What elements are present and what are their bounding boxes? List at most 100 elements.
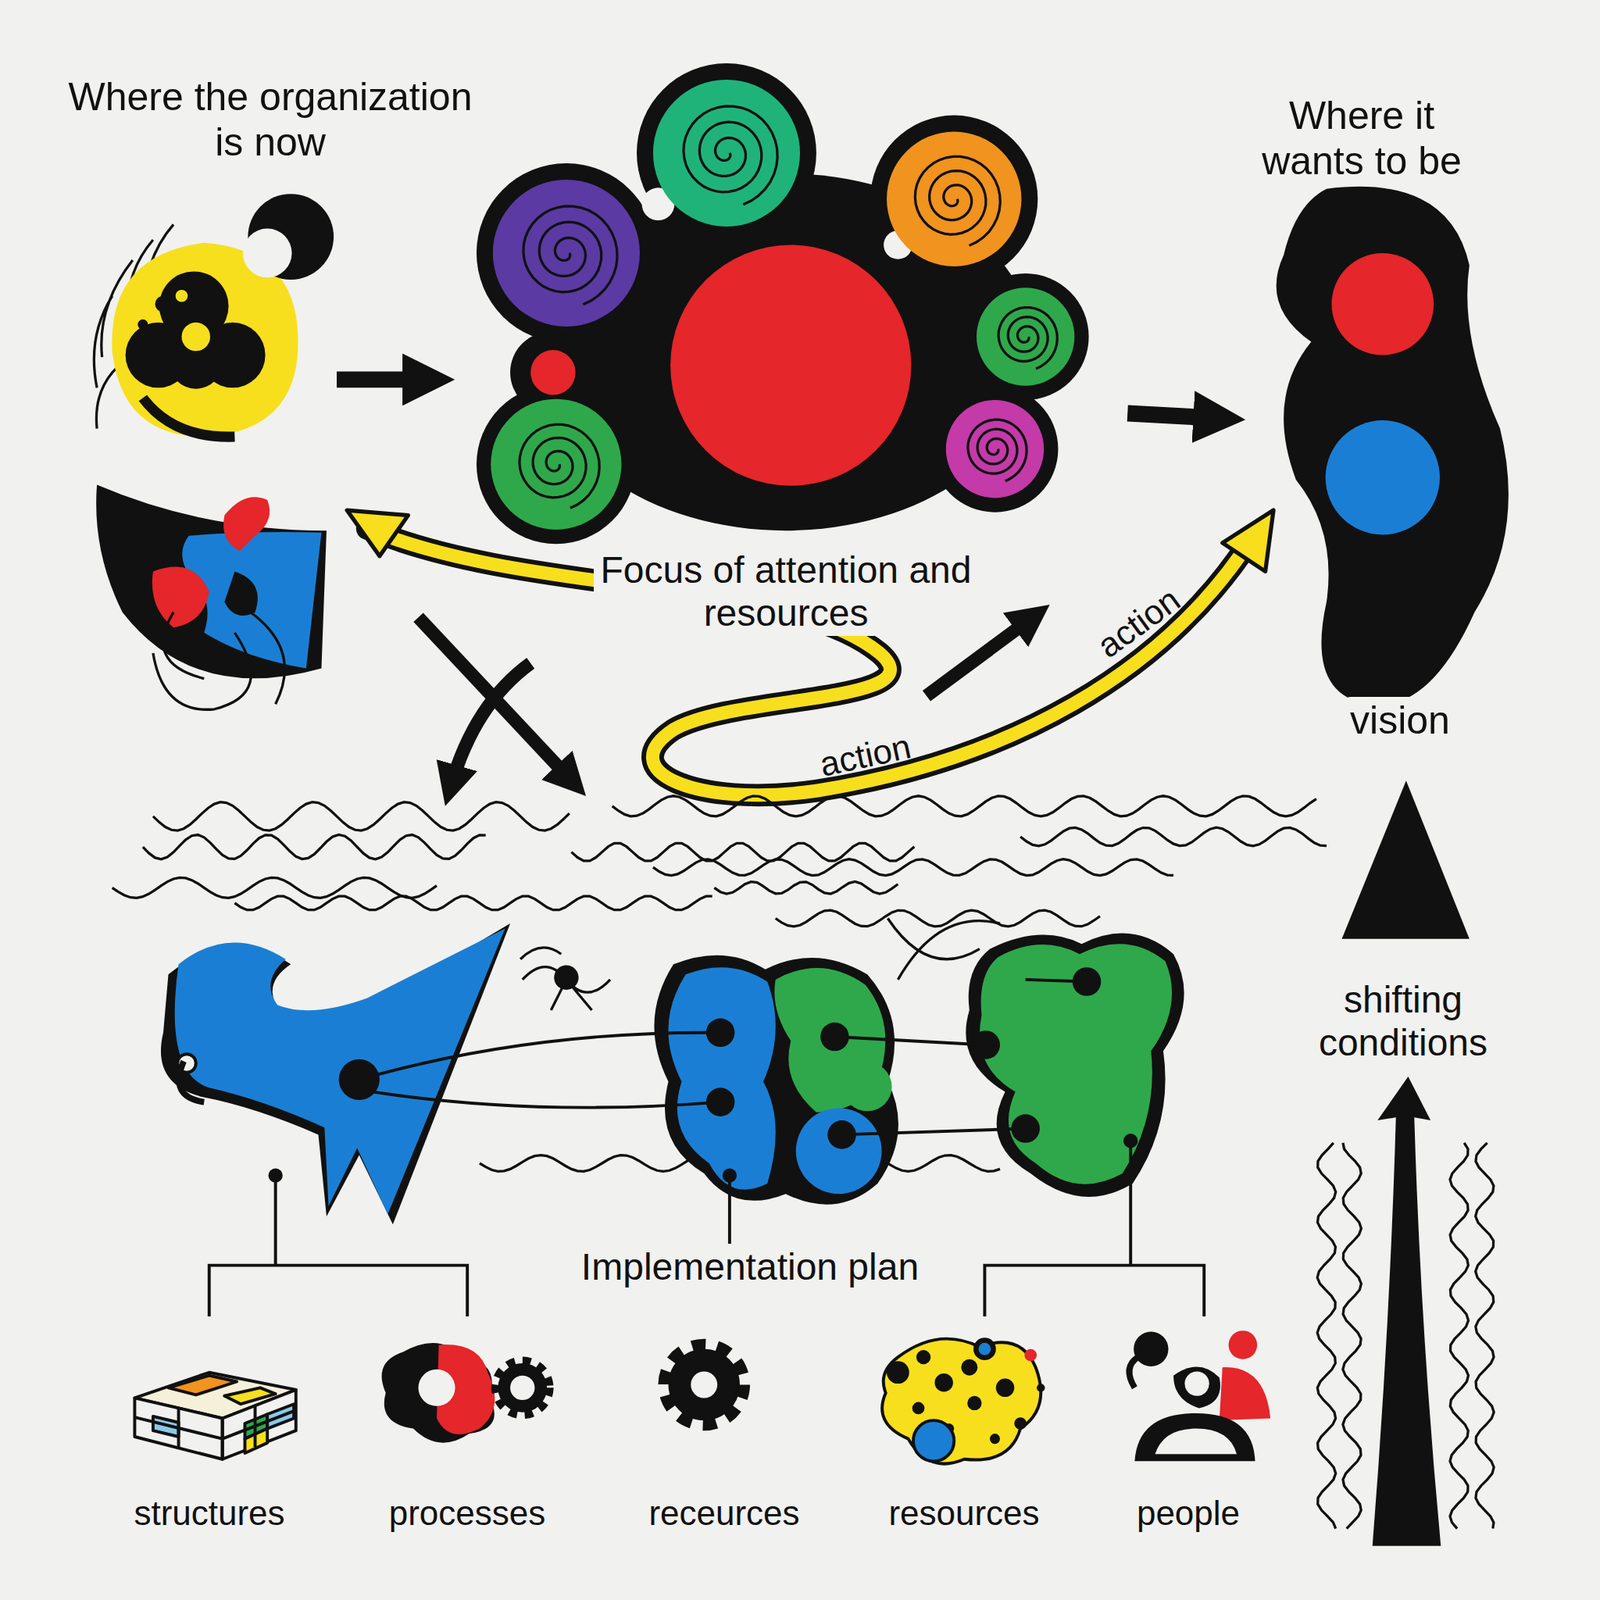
processes-icon-part bbox=[418, 1369, 456, 1407]
wavy-line bbox=[234, 896, 712, 911]
current-state-figure-part bbox=[96, 484, 327, 679]
focus-cluster bbox=[476, 63, 1090, 544]
wavy-line bbox=[1450, 1142, 1469, 1529]
focus-label: Focus of attention and resources bbox=[593, 546, 979, 636]
spiral bbox=[967, 419, 1027, 481]
resources-icon-part bbox=[916, 1350, 931, 1365]
people-icon-part bbox=[1173, 1367, 1221, 1409]
wavy-line bbox=[112, 877, 437, 898]
plan-brackets-part bbox=[728, 1178, 732, 1246]
leader-dots-part bbox=[268, 1168, 283, 1183]
resources-icon-part bbox=[978, 1342, 992, 1356]
wavy-line bbox=[714, 881, 898, 894]
leader-dots-part bbox=[722, 1168, 737, 1183]
implementation-blobs bbox=[160, 918, 1185, 1225]
state-arrows-part bbox=[336, 371, 429, 388]
gear-icon bbox=[665, 1346, 743, 1424]
people-icon-part bbox=[1155, 1428, 1237, 1455]
spiral bbox=[519, 424, 600, 508]
current-state-figure-part bbox=[152, 567, 210, 629]
structures-icon-part bbox=[168, 1375, 238, 1396]
focus-cluster-part bbox=[490, 399, 622, 530]
wavy-line bbox=[653, 859, 1174, 876]
spiral bbox=[914, 156, 1000, 246]
wavy-line bbox=[142, 834, 486, 859]
wavy-line bbox=[1020, 827, 1327, 847]
focus-cluster-part bbox=[530, 350, 575, 395]
resources-icon-part bbox=[934, 1373, 954, 1393]
wavy-line bbox=[1342, 1142, 1362, 1529]
shifting-conditions-figure bbox=[1342, 780, 1470, 1547]
focus-path-part bbox=[367, 528, 1250, 796]
icon-label: receurces bbox=[643, 1492, 804, 1536]
focus-cluster-part bbox=[962, 273, 1090, 400]
implementation-blobs-part bbox=[160, 923, 511, 1225]
current-state-figure-part bbox=[137, 319, 148, 330]
implementation-blobs-part bbox=[520, 947, 611, 1011]
implementation-blobs-part bbox=[553, 965, 579, 990]
heading-future: Where it wants to be bbox=[1228, 92, 1496, 186]
processes-icon bbox=[382, 1342, 550, 1443]
implementation-blobs-part bbox=[178, 1060, 204, 1102]
icon-label: structures bbox=[128, 1492, 290, 1536]
shifting-conditions-figure-part bbox=[1372, 1076, 1442, 1547]
vision-figure-part bbox=[1276, 186, 1509, 706]
resources-icon bbox=[882, 1337, 1045, 1464]
people-icon-part bbox=[1128, 1357, 1138, 1388]
structures-icon-part bbox=[224, 1387, 275, 1404]
vision-label: vision bbox=[1345, 696, 1455, 746]
current-state-figure-part bbox=[155, 296, 172, 313]
focus-path-part bbox=[346, 510, 408, 557]
leader-dots-part bbox=[1123, 1133, 1138, 1148]
resources-icon-part bbox=[960, 1359, 978, 1376]
people-icon bbox=[1128, 1330, 1271, 1461]
focus-cluster-part bbox=[476, 384, 636, 544]
focus-cluster-part bbox=[976, 287, 1075, 386]
focus-cluster-part bbox=[931, 385, 1058, 513]
processes-icon-part bbox=[382, 1342, 495, 1443]
current-state-figure-part bbox=[224, 571, 258, 616]
implementation-blobs-part bbox=[667, 967, 775, 1190]
vision-figure-part bbox=[1325, 420, 1440, 535]
spiral bbox=[683, 106, 778, 205]
people-icon-part bbox=[1184, 1371, 1209, 1396]
people-icon-part bbox=[1133, 1331, 1168, 1366]
focus-path-part bbox=[1222, 510, 1274, 572]
resources-icon-part bbox=[989, 1433, 1000, 1444]
resources-icon-part bbox=[1024, 1349, 1037, 1362]
wavy-line bbox=[775, 910, 1100, 927]
current-state-figure bbox=[93, 193, 334, 710]
current-state-figure-part bbox=[142, 397, 236, 437]
gear-icon-part bbox=[679, 1360, 729, 1410]
resources-icon-part bbox=[967, 1396, 982, 1411]
focus-cluster-part bbox=[492, 179, 640, 327]
resources-icon-part bbox=[886, 1360, 910, 1384]
implementation-blobs-part bbox=[965, 933, 1184, 1197]
focus-cluster-part bbox=[946, 400, 1044, 498]
spiral bbox=[998, 307, 1058, 369]
plan-brackets-part bbox=[984, 1144, 1204, 1316]
wavy-line bbox=[153, 802, 570, 831]
heading-current: Where the organization is now bbox=[62, 73, 479, 167]
icon-label: resources bbox=[883, 1492, 1044, 1536]
current-state-figure-part bbox=[223, 496, 270, 551]
structures-icon-part bbox=[134, 1406, 296, 1460]
icon-label: people bbox=[1132, 1492, 1245, 1536]
conditions-label: shifting conditions bbox=[1285, 976, 1522, 1066]
current-state-figure-part bbox=[181, 322, 211, 352]
implementation-blobs-part bbox=[653, 955, 899, 1205]
current-state-figure-part bbox=[175, 289, 189, 303]
focus-path bbox=[346, 510, 1274, 796]
structures-icon bbox=[134, 1372, 296, 1460]
resources-icon-part bbox=[1014, 1417, 1027, 1430]
focus-cluster-part bbox=[653, 79, 800, 227]
people-icon-part bbox=[1228, 1330, 1258, 1360]
implementation-blobs-part bbox=[842, 1062, 893, 1112]
people-icon-part bbox=[1134, 1413, 1255, 1461]
wavy-line bbox=[571, 842, 915, 861]
cross-arrows-part bbox=[450, 663, 531, 786]
plan-brackets-part bbox=[209, 1178, 468, 1317]
icon-label: processes bbox=[384, 1492, 551, 1536]
current-state-figure-part bbox=[153, 602, 285, 711]
